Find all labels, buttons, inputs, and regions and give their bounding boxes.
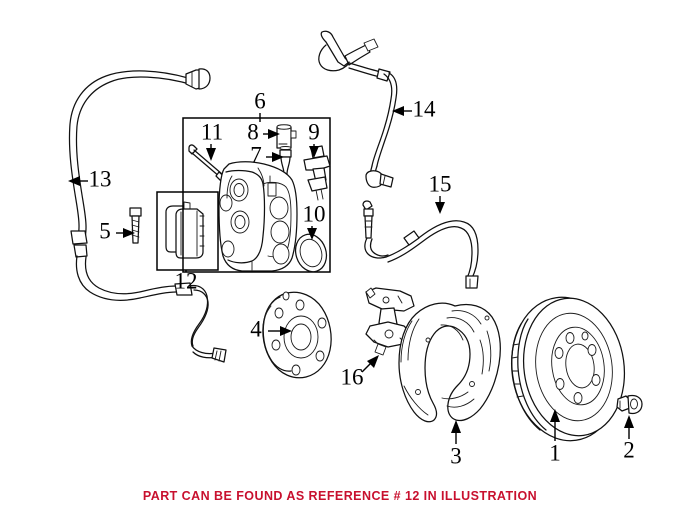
callout-1: 1 [549,440,561,465]
callout-13: 13 [89,166,112,191]
part-bleeder-screw-dust-cap [276,124,297,149]
part-brake-hose-bracket-clip [303,145,331,201]
part-front-wheel-hub-bearing [262,291,332,379]
callout-15: 15 [429,171,452,196]
caption-bar: PART CAN BE FOUND AS REFERENCE # 12 IN I… [0,487,680,505]
part-front-brake-flexible-hose [362,200,479,289]
part-brake-caliper-assembly [218,161,298,272]
part-brake-pad-wear-sensor-cable [68,68,227,363]
callout-9: 9 [308,119,320,144]
callout-5: 5 [99,218,111,243]
callout-7: 7 [250,142,262,167]
part-front-brake-pad-set [165,201,205,259]
callout-12: 12 [175,268,198,293]
callout-4: 4 [250,316,262,341]
callout-14: 14 [413,96,437,121]
callout-6: 6 [254,88,266,113]
part-brake-dust-splash-shield [398,302,501,423]
callout-2: 2 [623,437,635,462]
callout-10: 10 [303,201,326,226]
part-caliper-bleeder-screw [279,146,292,175]
part-caliper-guide-bolt [129,207,142,244]
callout-11: 11 [201,119,223,144]
callout-leaders [68,106,634,444]
part-brake-rotor-disc [510,296,626,442]
callout-numbers: 1 2 3 4 5 6 7 8 9 10 11 12 13 14 15 16 [89,88,635,468]
caliper-assembly-box [182,117,331,273]
callout-16: 16 [341,364,364,389]
callout-3: 3 [450,443,462,468]
brake-pad-set-box [156,191,219,271]
part-caliper-piston-seal-ring [294,233,328,273]
part-brake-hose-support-bracket [365,287,415,356]
part-abs-wheel-speed-sensor [318,30,398,188]
part-rotor-retaining-screw [616,394,643,415]
reference-caption: PART CAN BE FOUND AS REFERENCE # 12 IN I… [142,489,538,503]
callout-8: 8 [247,119,259,144]
